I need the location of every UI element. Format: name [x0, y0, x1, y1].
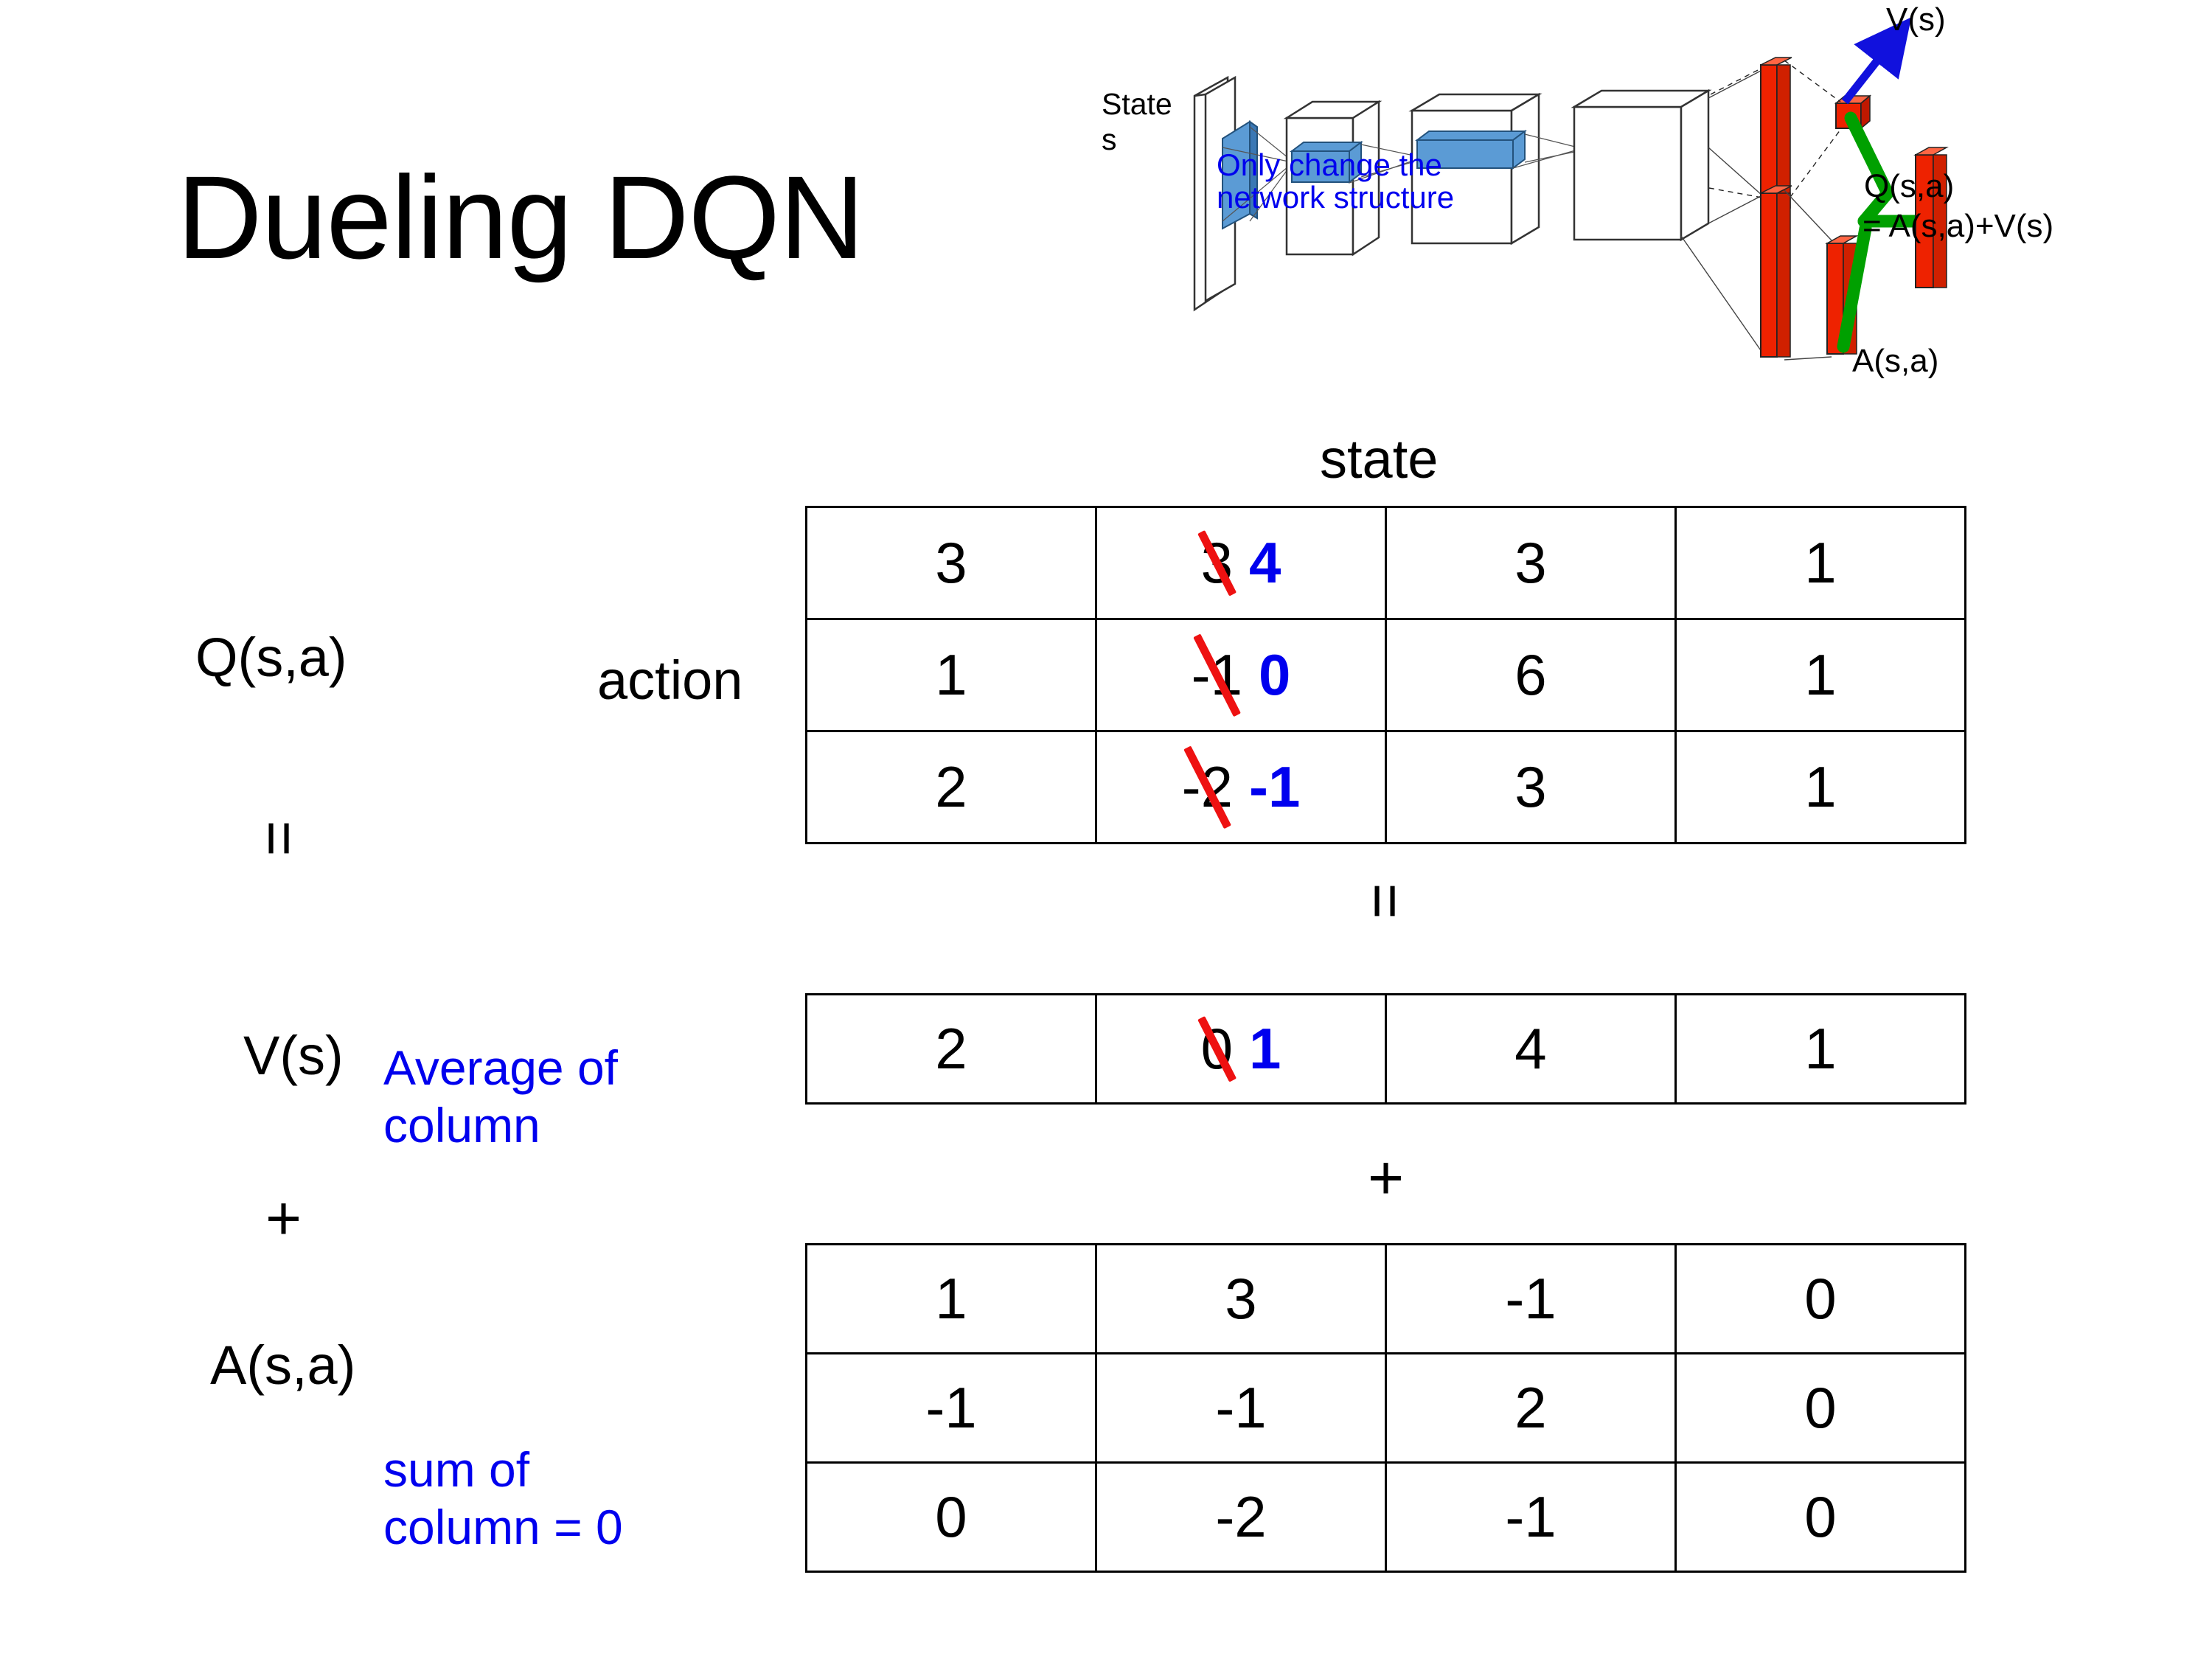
diagram-q-label-line1: Q(s,a) — [1864, 168, 1955, 204]
new-value: -1 — [1249, 754, 1301, 819]
advantage-connector-lines — [1784, 189, 1832, 361]
old-value-struck: 3 — [1200, 530, 1233, 595]
sum-note-line1: sum of — [383, 1442, 530, 1497]
value-node-dashed-lines — [1784, 60, 1841, 206]
sum-note-line2: column = 0 — [383, 1499, 623, 1554]
stream-split-lines — [1680, 69, 1763, 353]
equals-operator-left: = — [245, 820, 315, 857]
dueling-network-diagram: State s Only change the network structur… — [1099, 0, 2212, 413]
diagram-note-line2: network structure — [1217, 180, 1455, 215]
diagram-q-label-line2: = A(s,a)+V(s) — [1863, 208, 2054, 244]
old-value-struck: -2 — [1181, 754, 1233, 819]
table-cell: 2 — [1385, 1352, 1677, 1464]
table-cell: 0 — [1674, 1243, 1966, 1354]
average-of-column-note: Average of column — [383, 1040, 618, 1155]
old-value-struck: 0 — [1200, 1016, 1233, 1081]
v-function-label: V(s) — [243, 1025, 344, 1086]
conv-patch-2-icon — [1415, 130, 1527, 170]
q-output-bar-icon — [1913, 147, 1949, 288]
sum-of-column-note: sum of column = 0 — [383, 1441, 623, 1557]
table-cell: 4 — [1385, 993, 1677, 1105]
table-cell: 2 — [805, 730, 1097, 844]
connection-lines-3 — [1512, 133, 1579, 169]
average-note-line1: Average of — [383, 1040, 619, 1095]
table-cell: 1 — [1674, 506, 1966, 620]
old-value-struck: -1 — [1191, 642, 1242, 707]
input-plane-icon — [1193, 75, 1237, 312]
action-axis-label: action — [597, 650, 743, 711]
advantage-stream-bar-icon — [1760, 185, 1792, 358]
diagram-value-label: V(s) — [1886, 1, 1946, 38]
table-cell: -1 — [1385, 1461, 1677, 1573]
new-value: 4 — [1249, 530, 1281, 595]
table-cell: -1 — [1385, 1243, 1677, 1354]
equals-operator-middle: = — [1351, 883, 1421, 919]
diagram-advantage-label: A(s,a) — [1852, 343, 1939, 379]
q-function-label: Q(s,a) — [195, 627, 347, 688]
plus-operator-middle: + — [1368, 1143, 1405, 1212]
diagram-state-label-line2: s — [1102, 122, 1117, 156]
table-cell: 6 — [1385, 618, 1677, 732]
conv-block-3-icon — [1571, 88, 1712, 242]
input-patch-icon — [1222, 120, 1258, 230]
table-cell: 1 — [805, 1243, 1097, 1354]
new-value: 1 — [1249, 1016, 1281, 1081]
table-cell: 2 — [805, 993, 1097, 1105]
table-cell: -2 — [1095, 1461, 1387, 1573]
table-cell: 1 — [805, 618, 1097, 732]
state-axis-label: state — [1320, 428, 1439, 490]
merge-connector-icon — [1837, 111, 1924, 353]
table-cell: 0 — [1674, 1352, 1966, 1464]
plus-operator-left: + — [265, 1183, 302, 1253]
page-title: Dueling DQN — [177, 151, 865, 283]
table-cell: 1 — [1674, 618, 1966, 732]
table-cell: 0 — [1674, 1461, 1966, 1573]
new-value: 0 — [1258, 642, 1291, 707]
table-cell: -1 — [1095, 1352, 1387, 1464]
table-cell: 3 — [805, 506, 1097, 620]
average-note-line2: column — [383, 1097, 540, 1152]
table-cell: 1 — [1674, 993, 1966, 1105]
value-arrow-icon — [1841, 17, 1912, 105]
table-cell-edited: -2-1 — [1095, 730, 1387, 844]
table-cell: 3 — [1095, 1243, 1387, 1354]
diagram-note-line1: Only change the — [1217, 147, 1442, 182]
value-stream-dashed-lines — [1708, 67, 1763, 198]
table-cell: 3 — [1385, 506, 1677, 620]
connection-lines-2 — [1349, 144, 1418, 184]
table-cell: 3 — [1385, 730, 1677, 844]
a-function-label: A(s,a) — [210, 1335, 356, 1396]
conv-patch-1-icon — [1290, 141, 1363, 184]
diagram-state-label-line1: State — [1102, 87, 1172, 121]
table-cell: 1 — [1674, 730, 1966, 844]
table-cell: -1 — [805, 1352, 1097, 1464]
table-cell: 0 — [805, 1461, 1097, 1573]
connection-lines-1 — [1222, 126, 1293, 222]
